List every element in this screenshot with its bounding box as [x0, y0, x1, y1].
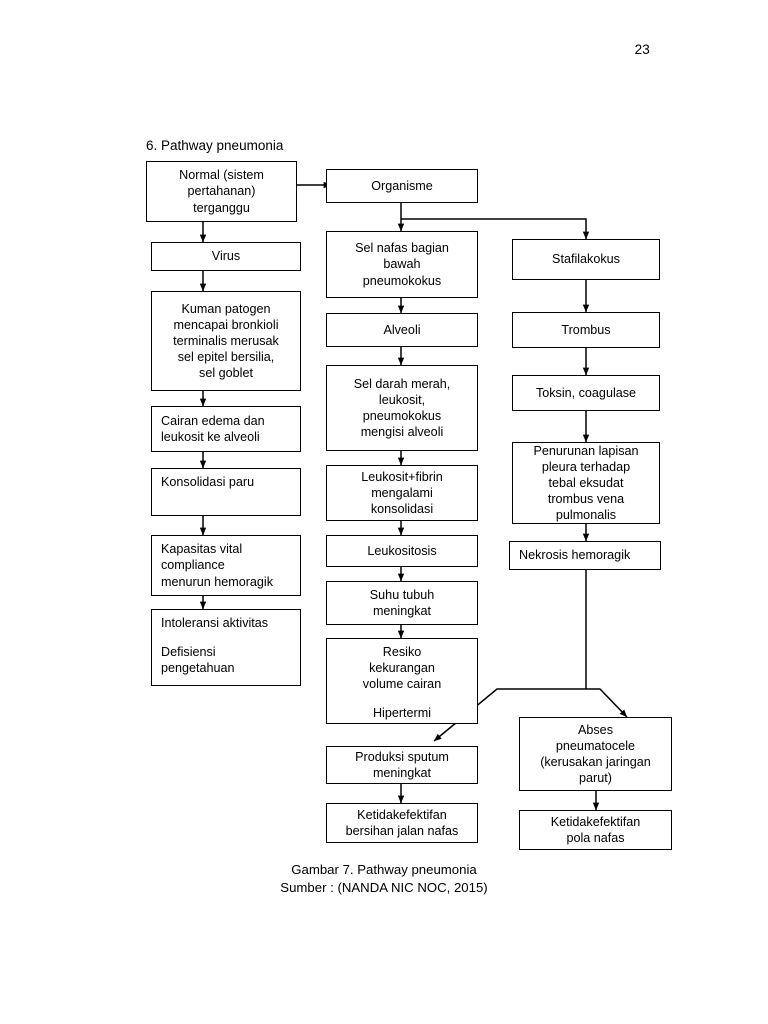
node-label: Toksin, coagulase — [535, 385, 637, 400]
node-sel-darah-merah[interactable]: Sel darah merah, leukosit, pneumokokus m… — [326, 365, 478, 451]
node-label: Suhu tubuh meningkat — [369, 587, 435, 618]
node-leukosit-fibrin[interactable]: Leukosit+fibrin mengalami konsolidasi — [326, 465, 478, 521]
node-label: Trombus — [561, 322, 611, 337]
node-label: Kapasitas vital compliance menurun hemor… — [161, 542, 274, 589]
node-alveoli[interactable]: Alveoli — [326, 313, 478, 347]
node-penurunan-lapisan-pleura[interactable]: Penurunan lapisan pleura terhadap tebal … — [512, 442, 660, 524]
node-label: Virus — [211, 249, 241, 264]
node-label: Organisme — [371, 178, 433, 193]
node-kapasitas-vital[interactable]: Kapasitas vital compliance menurun hemor… — [151, 535, 301, 596]
node-ketidakefektifan-bersihan-jalan-nafas[interactable]: Ketidakefektifan bersihan jalan nafas — [326, 803, 478, 843]
node-label: Sel darah merah, leukosit, pneumokokus m… — [353, 376, 451, 440]
node-stafilakokus[interactable]: Stafilakokus — [512, 239, 660, 280]
node-label: Normal (sistem pertahanan) terganggu — [179, 168, 264, 215]
figure-caption-source: Sumber : (NANDA NIC NOC, 2015) — [280, 880, 488, 895]
node-resiko-kekurangan-volume-cairan[interactable]: Resiko kekurangan volume cairan Hiperter… — [326, 638, 478, 724]
node-label: Ketidakefektifan pola nafas — [550, 814, 641, 845]
node-normal[interactable]: Normal (sistem pertahanan) terganggu — [146, 161, 297, 222]
node-abses-pneumatocele[interactable]: Abses pneumatocele (kerusakan jaringan p… — [519, 717, 672, 791]
node-label: Abses pneumatocele (kerusakan jaringan p… — [540, 722, 651, 786]
node-label: Alveoli — [383, 322, 421, 337]
node-sel-nafas-bagian-bawah[interactable]: Sel nafas bagian bawah pneumokokus — [326, 231, 478, 298]
node-label: Produksi sputum meningkat — [355, 749, 449, 780]
node-suhu-tubuh-meningkat[interactable]: Suhu tubuh meningkat — [326, 581, 478, 625]
node-intoleransi-aktivitas[interactable]: Intoleransi aktivitas Defisiensi pengeta… — [151, 609, 301, 686]
node-nekrosis-hemoragik[interactable]: Nekrosis hemoragik — [509, 541, 661, 570]
node-label: Nekrosis hemoragik — [519, 548, 631, 563]
node-organisme[interactable]: Organisme — [326, 169, 478, 203]
node-label: Intoleransi aktivitas — [161, 616, 269, 630]
node-label: Stafilakokus — [552, 252, 620, 267]
node-label: Cairan edema dan leukosit ke alveoli — [161, 413, 265, 444]
node-kuman-patogen[interactable]: Kuman patogen mencapai bronkioli termina… — [151, 291, 301, 391]
node-produksi-sputum[interactable]: Produksi sputum meningkat — [326, 746, 478, 784]
node-label: Leukosit+fibrin mengalami konsolidasi — [361, 469, 443, 517]
node-label-secondary: Hipertermi — [372, 706, 432, 721]
node-konsolidasi-paru[interactable]: Konsolidasi paru — [151, 468, 301, 516]
node-label: Resiko kekurangan volume cairan — [362, 645, 442, 692]
section-heading: 6. Pathway pneumonia — [146, 138, 284, 153]
node-label: Penurunan lapisan pleura terhadap tebal … — [533, 443, 639, 523]
node-label: Leukositosis — [367, 543, 437, 558]
node-virus[interactable]: Virus — [151, 242, 301, 271]
node-label: Kuman patogen mencapai bronkioli termina… — [173, 301, 279, 381]
edge-nekrosis-abses — [586, 688, 628, 718]
node-label: Sel nafas bagian bawah pneumokokus — [355, 241, 449, 288]
node-toksin-coagulase[interactable]: Toksin, coagulase — [512, 375, 660, 411]
node-leukositosis[interactable]: Leukositosis — [326, 535, 478, 567]
node-ketidakefektifan-pola-nafas[interactable]: Ketidakefektifan pola nafas — [519, 810, 672, 850]
node-label-secondary: Defisiensi pengetahuan — [161, 645, 235, 676]
node-label: Konsolidasi paru — [161, 475, 255, 489]
figure-caption-title: Gambar 7. Pathway pneumonia — [291, 862, 477, 877]
page-number: 23 — [634, 42, 650, 57]
node-trombus[interactable]: Trombus — [512, 312, 660, 348]
node-cairan-edema[interactable]: Cairan edema dan leukosit ke alveoli — [151, 406, 301, 452]
node-label: Ketidakefektifan bersihan jalan nafas — [345, 807, 459, 838]
